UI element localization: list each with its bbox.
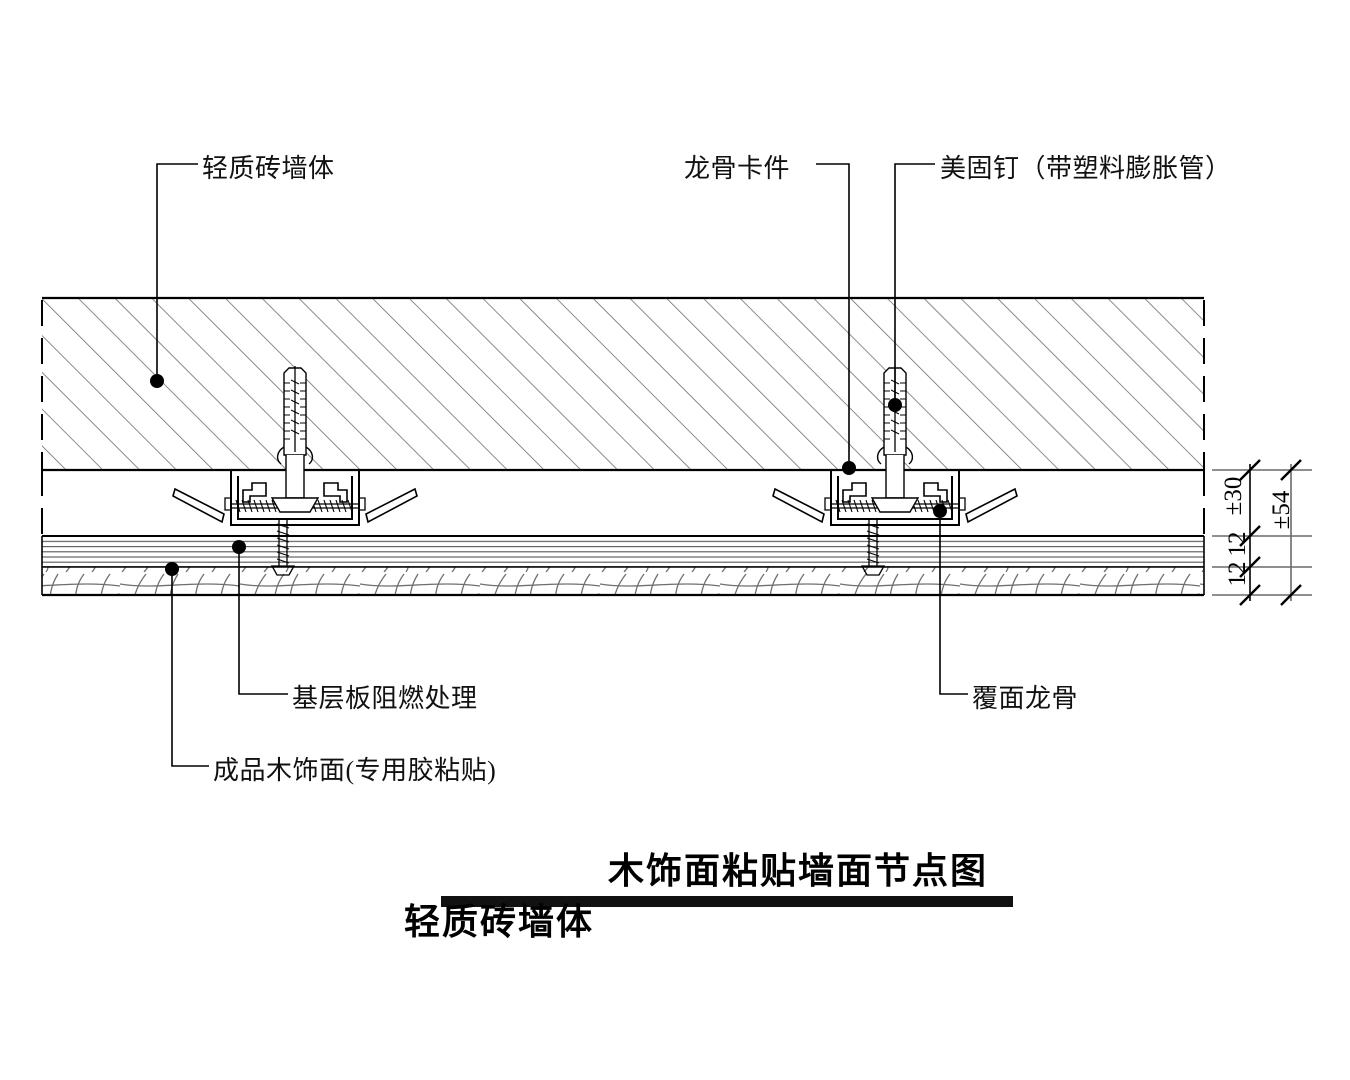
board-screw-left — [270, 519, 296, 576]
layer-masonry-wall — [41, 296, 1205, 472]
layer-air-cavity — [41, 470, 1205, 536]
expansion-anchor-left — [270, 366, 320, 513]
keel-clip-left — [172, 487, 418, 524]
dimension-gap: ±30 — [1220, 476, 1247, 516]
annotation-furring-keel: 覆面龙骨 — [972, 684, 1079, 713]
annotation-keel-clip: 龙骨卡件 — [684, 154, 791, 183]
dimension-chain — [1212, 459, 1312, 606]
board-screw-right — [860, 519, 886, 576]
drawing-title: 木饰面粘贴墙面节点图 — [608, 851, 989, 891]
annotation-base-board: 基层板阻燃处理 — [292, 684, 478, 713]
leader-lines — [150, 163, 968, 767]
dimension-total: ±54 — [1268, 490, 1295, 530]
annotation-finish-panel: 成品木饰面(专用胶粘贴) — [213, 756, 497, 785]
assembly-left — [172, 366, 418, 576]
drawing-subtitle: 轻质砖墙体 — [404, 902, 595, 942]
keel-clip-right — [772, 487, 1018, 524]
annotation-wall-top-left: 轻质砖墙体 — [202, 154, 335, 183]
annotation-anchor: 美固钉（带塑料膨胀管） — [940, 154, 1232, 183]
dimension-panel: 12 — [1224, 561, 1251, 587]
layer-base-board — [41, 535, 1205, 568]
layer-wood-finish — [41, 566, 1205, 597]
title-underline — [441, 896, 1013, 907]
